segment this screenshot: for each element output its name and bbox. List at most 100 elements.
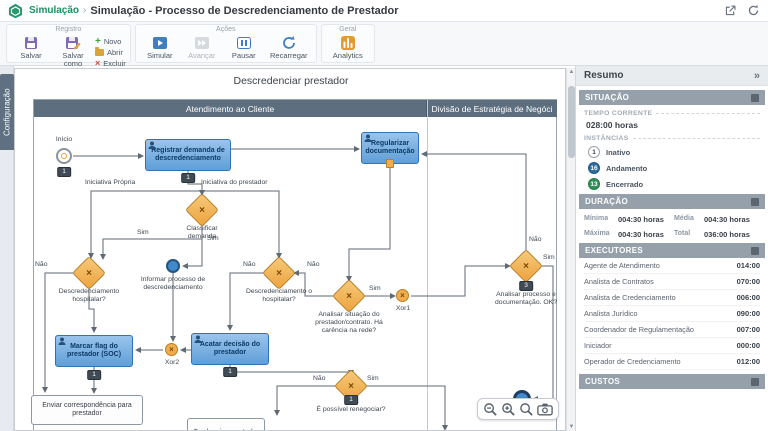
- delete-icon: ×: [95, 57, 101, 68]
- xor2-node[interactable]: ×: [165, 343, 178, 356]
- page-title: Simulação - Processo de Descredenciament…: [90, 4, 399, 17]
- bpmn-canvas[interactable]: Descredenciar prestador Atendimento ao C…: [14, 68, 566, 431]
- task-marcar-flag[interactable]: Marcar flag do prestador (SOC): [55, 335, 133, 367]
- snapshot-camera-icon[interactable]: [537, 402, 554, 416]
- edge-label-nao: Não: [313, 375, 326, 382]
- refresh-icon[interactable]: [747, 4, 760, 17]
- task-label: Credenciar prestador: [193, 429, 259, 430]
- zoom-in-icon[interactable]: [501, 402, 516, 417]
- xor-marker-icon: ×: [86, 267, 92, 279]
- reload-label: Recarregar: [270, 51, 308, 60]
- simulate-label: Simular: [147, 51, 173, 60]
- collapse-chevron-icon[interactable]: »: [753, 69, 760, 82]
- advance-icon: [194, 37, 209, 49]
- instancia-andamento[interactable]: 16 Andamento: [588, 162, 768, 174]
- pause-button[interactable]: Pausar: [224, 34, 264, 60]
- duracao-grid: Mínima 004:30 horas Média 004:30 horas M…: [584, 215, 760, 239]
- advance-button[interactable]: Avançar: [182, 34, 222, 60]
- count-badge: 1: [588, 146, 600, 158]
- task-acatar-decisao[interactable]: Acatar decisão do prestador: [191, 333, 269, 365]
- section-duracao[interactable]: DURAÇÃO: [579, 194, 765, 209]
- instance-badge[interactable]: 1: [57, 167, 71, 177]
- lane-atendimento: Atendimento ao Cliente: [34, 100, 427, 117]
- edge-label-nao: Não: [529, 236, 542, 243]
- xor1-label: Xor1: [395, 305, 411, 312]
- edge-label-nao: Não: [243, 261, 256, 268]
- task-label: Marcar flag do prestador (SOC): [66, 342, 122, 358]
- open-button[interactable]: Abrir: [95, 46, 126, 57]
- executor-row: Agente de Atendimento 014:00: [584, 258, 760, 274]
- canvas-scrollbar[interactable]: ▲ ▼: [566, 68, 575, 431]
- app-logo-icon[interactable]: [8, 3, 23, 19]
- resumo-title: Resumo: [584, 70, 624, 81]
- plus-icon: +: [95, 35, 101, 47]
- person-icon: [364, 134, 372, 142]
- pin-icon: [751, 197, 759, 206]
- duracao-label: Mínima: [584, 215, 609, 222]
- pin-icon: [751, 377, 759, 386]
- scroll-up-arrow[interactable]: ▲: [568, 69, 575, 75]
- section-situacao[interactable]: SITUAÇÃO: [579, 90, 765, 105]
- task-label: Acatar decisão do prestador: [199, 340, 261, 356]
- xor-marker-icon: ×: [276, 267, 282, 279]
- edge-label-nao: Não: [307, 261, 320, 268]
- duracao-value: 036:00 horas: [704, 230, 750, 239]
- task-label: Enviar correspondência para prestador: [42, 401, 132, 417]
- instance-badge[interactable]: 1: [87, 370, 101, 380]
- event-informar-processo[interactable]: [166, 259, 180, 273]
- executor-row: Analista de Contratos 070:00: [584, 274, 760, 290]
- instance-badge[interactable]: 1: [344, 395, 358, 405]
- new-button[interactable]: + Novo: [95, 36, 126, 46]
- task-regularizar-documentacao[interactable]: Regularizar documentação: [361, 132, 419, 168]
- xor1-node[interactable]: ×: [396, 289, 409, 302]
- zoom-reset-icon[interactable]: [519, 402, 534, 417]
- instance-badge[interactable]: 1: [223, 367, 237, 377]
- edge-label-iniciativa-propria: Iniciativa Própria: [85, 179, 136, 186]
- task-credenciar-prestador[interactable]: Credenciar prestador: [187, 418, 265, 430]
- reload-icon: [282, 36, 295, 49]
- share-icon[interactable]: [724, 4, 737, 17]
- duracao-value: 004:30 horas: [704, 215, 750, 224]
- simulate-icon: [152, 37, 167, 49]
- instancia-label: Inativo: [606, 147, 631, 157]
- instancia-inativo[interactable]: 1 Inativo: [588, 146, 768, 158]
- duracao-label: Total: [674, 230, 691, 237]
- save-as-button[interactable]: Salvar como: [53, 34, 93, 68]
- breadcrumb[interactable]: Simulação: [29, 5, 80, 16]
- scrollbar-thumb[interactable]: [568, 86, 575, 158]
- save-label: Salvar: [20, 51, 42, 60]
- save-button[interactable]: Salvar: [11, 34, 51, 60]
- section-custos[interactable]: CUSTOS: [579, 374, 765, 389]
- resumo-panel: Resumo » SITUAÇÃO TEMPO CORRENTE 028:00 …: [575, 66, 768, 431]
- tempo-corrente-value: 028:00 horas: [586, 120, 638, 130]
- analytics-button[interactable]: Analytics: [326, 34, 370, 60]
- edge-label-nao: Não: [35, 261, 48, 268]
- resumo-header: Resumo »: [576, 66, 768, 86]
- tab-configuracao[interactable]: Configuração: [0, 74, 14, 150]
- process-title: Descredenciar prestador: [233, 75, 349, 87]
- reload-button[interactable]: Recarregar: [266, 34, 312, 60]
- ribbon-toolbar: Registro Salvar Salvar como: [0, 22, 768, 68]
- task-registrar-demanda[interactable]: Registrar demanda de descredenciamento: [145, 139, 231, 171]
- gateway-label: Analisar situação do prestador/contrato.…: [315, 311, 383, 335]
- ribbon-group-registro: Registro Salvar Salvar como: [6, 24, 131, 68]
- simulate-button[interactable]: Simular: [140, 34, 180, 60]
- event-label: Informar processo de descredenciamento: [140, 276, 206, 292]
- delete-label: Excluir: [103, 58, 126, 68]
- xor2-label: Xor2: [164, 359, 180, 366]
- start-event-inicio[interactable]: [56, 148, 72, 164]
- instance-badge[interactable]: 1: [181, 173, 195, 183]
- top-header: Simulação › Simulação - Processo de Desc…: [0, 0, 768, 22]
- zoom-out-icon[interactable]: [483, 402, 498, 417]
- delete-button[interactable]: × Excluir: [95, 58, 126, 68]
- group-label: Geral: [339, 26, 357, 33]
- section-executores[interactable]: EXECUTORES: [579, 243, 765, 258]
- task-enviar-correspondencia[interactable]: Enviar correspondência para prestador: [31, 395, 143, 425]
- instance-badge[interactable]: 3: [519, 281, 533, 291]
- executor-row: Coordenador de Regulamentação 007:00: [584, 322, 760, 338]
- edge-label-iniciativa-prestador: Iniciativa do prestador: [201, 179, 268, 186]
- instancia-label: Andamento: [606, 163, 648, 173]
- instancia-encerrado[interactable]: 13 Encerrado: [588, 178, 768, 190]
- duracao-label: Máxima: [584, 230, 610, 237]
- scroll-down-arrow[interactable]: ▼: [568, 424, 575, 430]
